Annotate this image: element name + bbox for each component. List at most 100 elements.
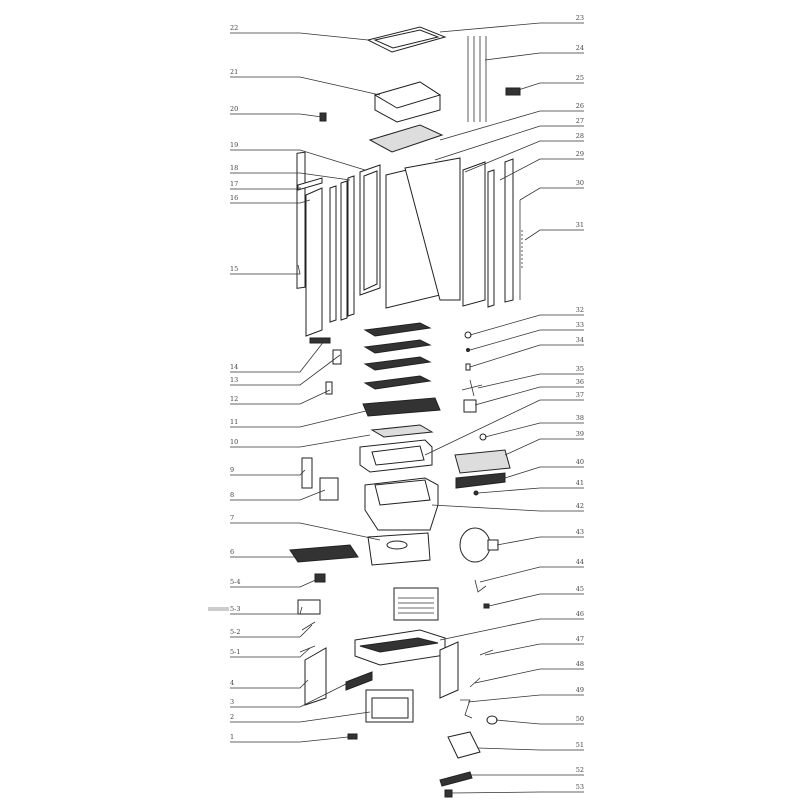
- rods-part: [467, 36, 487, 122]
- callout-label: 37: [576, 391, 584, 399]
- leader-line: [439, 22, 584, 33]
- callout-label: 2: [230, 713, 234, 721]
- leader-line: [477, 373, 584, 389]
- leader-line: [469, 314, 584, 336]
- callout-label: 21: [230, 68, 238, 76]
- callout-40: 40: [504, 458, 584, 479]
- leader-line: [474, 386, 584, 406]
- leader-line: [451, 791, 584, 794]
- callout-12: 12: [230, 389, 331, 405]
- callout-36: 36: [474, 378, 584, 406]
- callout-label: 5-2: [230, 628, 240, 636]
- leader-line: [230, 469, 306, 476]
- leader-line: [469, 329, 584, 351]
- leader-line: [230, 679, 309, 689]
- leader-line: [511, 82, 584, 93]
- leader-line: [230, 354, 341, 386]
- leader-line: [504, 438, 584, 456]
- callout-label: 22: [230, 24, 238, 32]
- callout-16: 16: [230, 194, 311, 204]
- callout-28: 28: [464, 132, 584, 173]
- callout-label: 24: [576, 44, 584, 52]
- leader-line: [230, 736, 349, 743]
- callout-9: 9: [230, 466, 306, 476]
- callout-33: 33: [469, 321, 584, 351]
- callout-15: 15: [230, 264, 301, 275]
- callout-label: 8: [230, 491, 234, 499]
- callout-label: 17: [230, 180, 238, 188]
- callout-label: 48: [576, 660, 584, 668]
- leader-line: [504, 466, 584, 479]
- callout-20: 20: [230, 105, 323, 118]
- callout-label: 20: [230, 105, 238, 113]
- callout-34: 34: [469, 336, 584, 368]
- side-strip-part: [296, 151, 306, 289]
- leader-line: [424, 399, 584, 456]
- grill-lines: [398, 597, 434, 614]
- leader-line: [464, 140, 584, 173]
- callout-label: 6: [230, 548, 234, 556]
- callout-label: 19: [230, 141, 238, 149]
- callout-label: 12: [230, 395, 238, 403]
- callout-25: 25: [511, 74, 584, 93]
- callout-label: 53: [576, 783, 584, 791]
- leader-line: [230, 264, 301, 275]
- callout-label: 23: [576, 14, 584, 22]
- callout-label: 11: [230, 418, 238, 426]
- tray-part: [368, 124, 444, 153]
- leader-line: [477, 487, 584, 494]
- callout-5-4: 5-4: [230, 577, 321, 588]
- leader-line: [230, 577, 321, 588]
- callout-13: 13: [230, 354, 341, 386]
- callout-18: 18: [230, 164, 351, 181]
- callout-label: 45: [576, 585, 584, 593]
- callout-label: 38: [576, 414, 584, 422]
- callout-19: 19: [230, 141, 366, 171]
- callout-label: 33: [576, 321, 584, 329]
- leader-line: [230, 199, 311, 204]
- highlight-marker: [208, 607, 229, 611]
- callout-label: 10: [230, 438, 238, 446]
- callout-label: 41: [576, 479, 584, 487]
- leader-line: [230, 76, 381, 96]
- leader-line: [230, 409, 371, 428]
- leader-line: [499, 158, 584, 181]
- callout-30: 30: [519, 179, 584, 201]
- callout-label: 36: [576, 378, 584, 386]
- callout-label: 1: [230, 733, 234, 741]
- callout-label: 43: [576, 528, 584, 536]
- callout-10: 10: [230, 434, 371, 448]
- leader-line: [496, 536, 584, 546]
- callout-label: 42: [576, 502, 584, 510]
- callout-6: 6: [230, 548, 301, 558]
- callout-label: 52: [576, 766, 584, 774]
- callout-32: 32: [469, 306, 584, 336]
- callout-42: 42: [431, 502, 584, 512]
- leader-line: [439, 110, 584, 141]
- leader-line: [477, 747, 584, 751]
- callout-label: 31: [576, 221, 584, 229]
- callout-label: 5-3: [230, 605, 240, 613]
- leader-line: [230, 489, 326, 501]
- callout-label: 40: [576, 458, 584, 466]
- leader-line: [230, 389, 331, 405]
- callout-label: 32: [576, 306, 584, 314]
- callout-label: 46: [576, 610, 584, 618]
- callout-37: 37: [424, 391, 584, 456]
- callout-53: 53: [451, 783, 584, 794]
- leader-line: [230, 149, 366, 171]
- callout-45: 45: [488, 585, 584, 607]
- leader-line: [230, 522, 381, 541]
- panel-part: [305, 187, 323, 337]
- leader-line: [519, 187, 584, 201]
- leader-line: [230, 647, 311, 658]
- callout-43: 43: [496, 528, 584, 546]
- callout-label: 44: [576, 558, 584, 566]
- callout-label: 14: [230, 363, 238, 371]
- callout-22: 22: [230, 24, 369, 41]
- callout-label: 49: [576, 686, 584, 694]
- callout-7: 7: [230, 514, 381, 541]
- callout-26: 26: [439, 102, 584, 141]
- callout-label: 5-1: [230, 648, 240, 656]
